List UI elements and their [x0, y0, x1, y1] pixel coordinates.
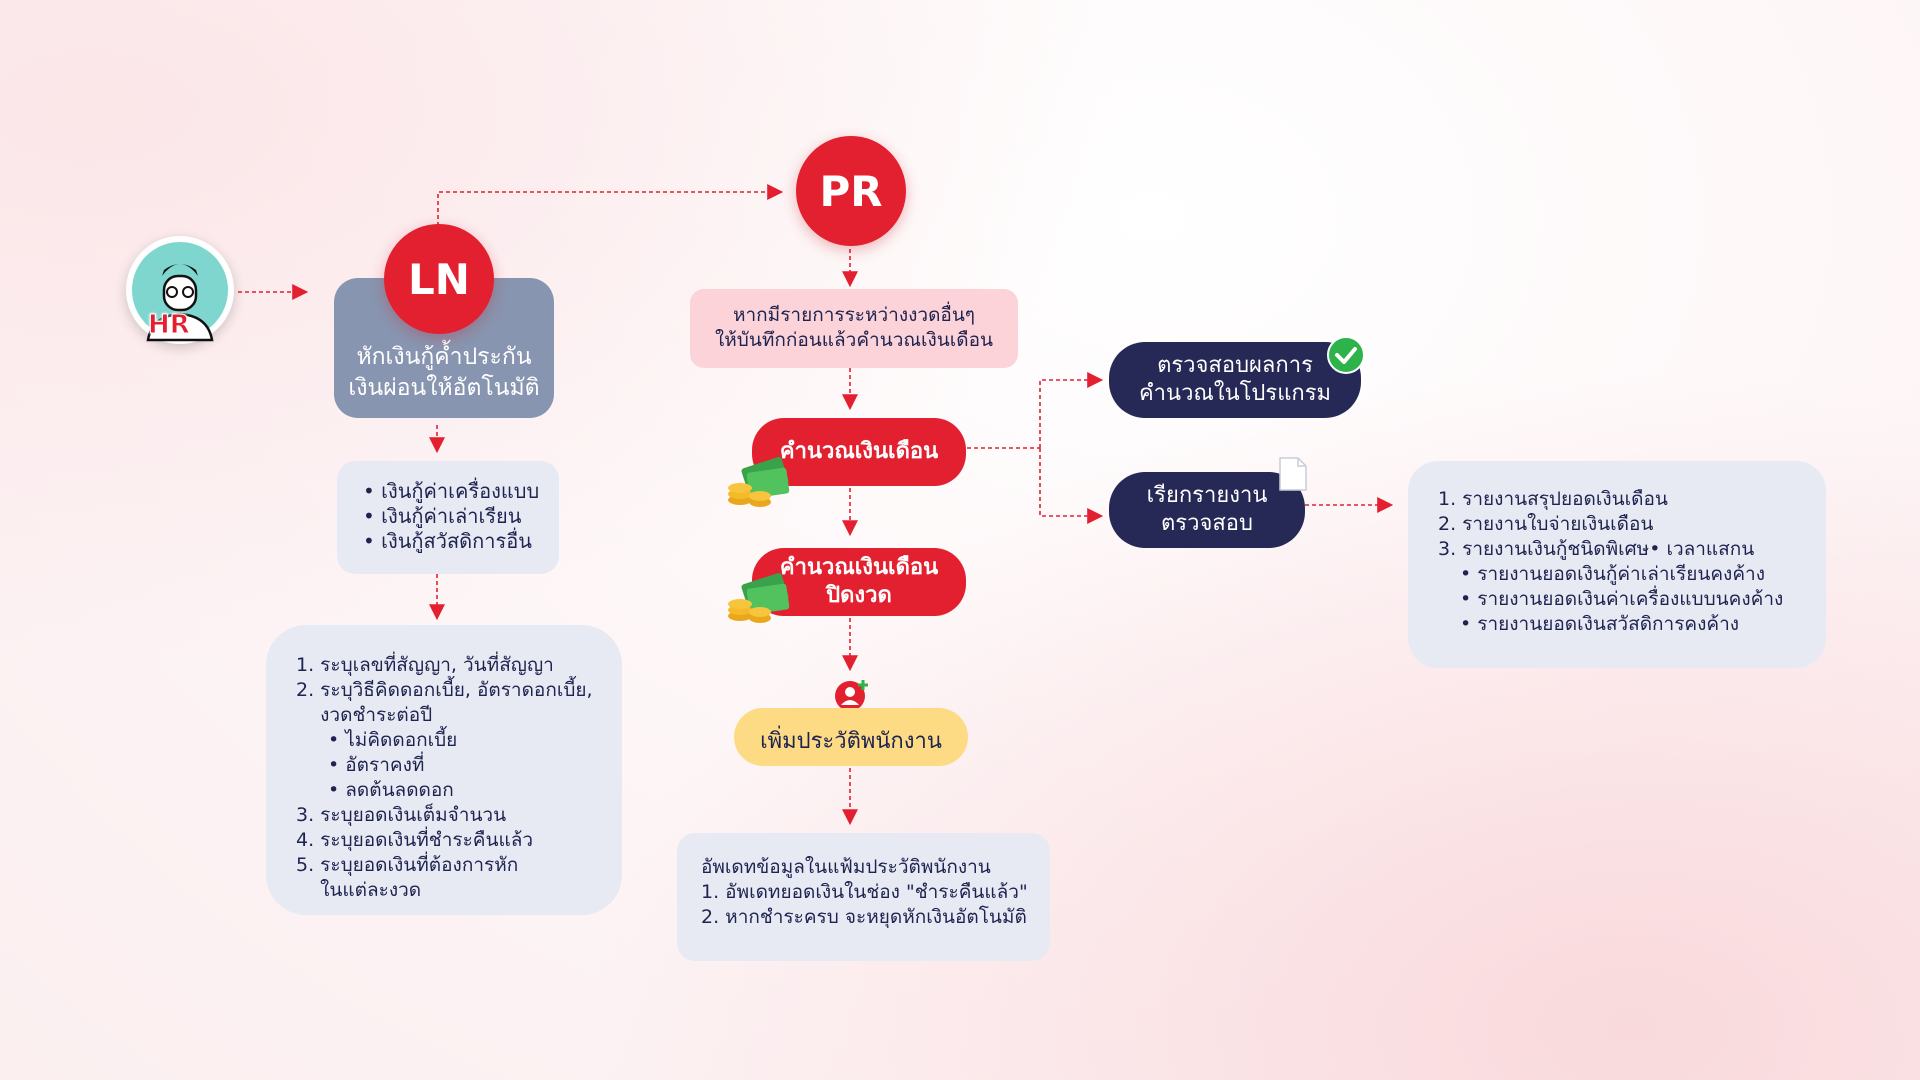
note-line-1: หากมีรายการระหว่างงวดอื่นๆ [732, 304, 976, 326]
hr-avatar: HR [126, 236, 234, 344]
check-results-button[interactable]: ตรวจสอบผลการ คำนวณในโปรแกรม [1109, 342, 1361, 418]
list-item: • รายงานยอดเงินกู้ค่าเล่าเรียนคงค้าง [1460, 563, 1765, 585]
list-item: 3. ระบุยอดเงินเต็มจำนวน [296, 804, 507, 826]
report-line-2: ตรวจสอบ [1161, 511, 1253, 536]
arrow-to-check [1039, 372, 1104, 448]
list-item: • ลดต้นลดดอก [328, 779, 454, 801]
list-item: • อัตราคงที่ [328, 754, 425, 776]
ln-title-line-2: เงินผ่อนให้อัตโนมัติ [348, 375, 540, 401]
pr-badge: PR [796, 136, 906, 246]
money-icon [728, 572, 790, 623]
list-item: • เงินกู้สวัสดิการอื่น [363, 529, 532, 553]
arrow-ln-to-pr [437, 184, 784, 226]
list-item: งวดชำระต่อปี [296, 704, 433, 726]
pr-note-box: หากมีรายการระหว่างงวดอื่นๆ ให้บันทึกก่อน… [690, 289, 1018, 368]
list-item: • เงินกู้ค่าเครื่องแบบ [363, 479, 540, 503]
list-item: 2. ระบุวิธีคิดดอกเบี้ย, อัตราดอกเบี้ย, [296, 679, 593, 701]
document-icon [1279, 457, 1307, 491]
list-item: 1. ระบุเลขที่สัญญา, วันที่สัญญา [296, 654, 554, 676]
report-line-1: เรียกรายงาน [1146, 483, 1268, 508]
list-item: 2. หากชำระครบ จะหยุดหักเงินอัตโนมัติ [701, 906, 1027, 928]
ln-steps-box: 1. ระบุเลขที่สัญญา, วันที่สัญญา 2. ระบุว… [266, 625, 622, 915]
person-icon [132, 242, 228, 342]
money-icon [728, 456, 790, 507]
checkmark-icon [1327, 336, 1365, 374]
calc-salary-button[interactable]: คำนวณเงินเดือน [752, 418, 966, 486]
loan-types-box: • เงินกู้ค่าเครื่องแบบ • เงินกู้ค่าเล่าเ… [337, 461, 559, 574]
list-item: 1. รายงานสรุปยอดเงินเดือน [1438, 488, 1668, 510]
hr-label: HR [148, 310, 191, 341]
list-item: • ไม่คิดดอกเบี้ย [328, 729, 458, 751]
calc-salary-label: คำนวณเงินเดือน [779, 439, 939, 464]
list-item: • เงินกู้ค่าเล่าเรียน [363, 504, 522, 528]
report-list-box: 1. รายงานสรุปยอดเงินเดือน 2. รายงานใบจ่า… [1408, 461, 1826, 668]
arrow-to-report [1039, 448, 1104, 524]
add-user-icon [835, 680, 868, 711]
update-history-box: อัพเดทข้อมูลในแฟ้มประวัติพนักงาน 1. อัพเ… [677, 833, 1050, 961]
list-item: 4. ระบุยอดเงินที่ชำระคืนแล้ว [296, 829, 534, 851]
list-item: 2. รายงานใบจ่ายเงินเดือน [1438, 513, 1654, 535]
calc-close-line-1: คำนวณเงินเดือน [779, 555, 939, 580]
add-employee-history-button[interactable]: เพิ่มประวัติพนักงาน [734, 708, 968, 766]
list-item: 5. ระบุยอดเงินที่ต้องการหัก [296, 854, 519, 876]
list-item: • รายงานยอดเงินค่าเครื่องแบบนคงค้าง [1460, 588, 1784, 610]
list-item: 3. รายงานเงินกู้ชนิดพิเศษ• เวลาแสกน [1438, 538, 1755, 560]
list-item: อัพเดทข้อมูลในแฟ้มประวัติพนักงาน [701, 856, 991, 878]
ln-badge: LN [384, 224, 494, 334]
list-item: 1. อัพเดทยอดเงินในช่อง "ชำระคืนแล้ว" [701, 881, 1028, 903]
calc-close-line-2: ปิดงวด [826, 583, 892, 608]
calc-close-period-button[interactable]: คำนวณเงินเดือน ปิดงวด [752, 548, 966, 616]
note-line-2: ให้บันทึกก่อนแล้วคำนวณเงินเดือน [715, 329, 993, 351]
ln-auto-deduct-box: หักเงินกู้ค้ำประกัน เงินผ่อนให้อัตโนมัติ [334, 278, 554, 418]
report-button[interactable]: เรียกรายงาน ตรวจสอบ [1109, 472, 1305, 548]
ln-title-line-1: หักเงินกู้ค้ำประกัน [356, 344, 532, 370]
list-item: • รายงานยอดเงินสวัสดิการคงค้าง [1460, 613, 1740, 635]
check-line-2: คำนวณในโปรแกรม [1138, 381, 1332, 406]
add-history-label: เพิ่มประวัติพนักงาน [760, 729, 942, 754]
list-item: ในแต่ละงวด [296, 879, 422, 901]
check-line-1: ตรวจสอบผลการ [1157, 353, 1313, 378]
